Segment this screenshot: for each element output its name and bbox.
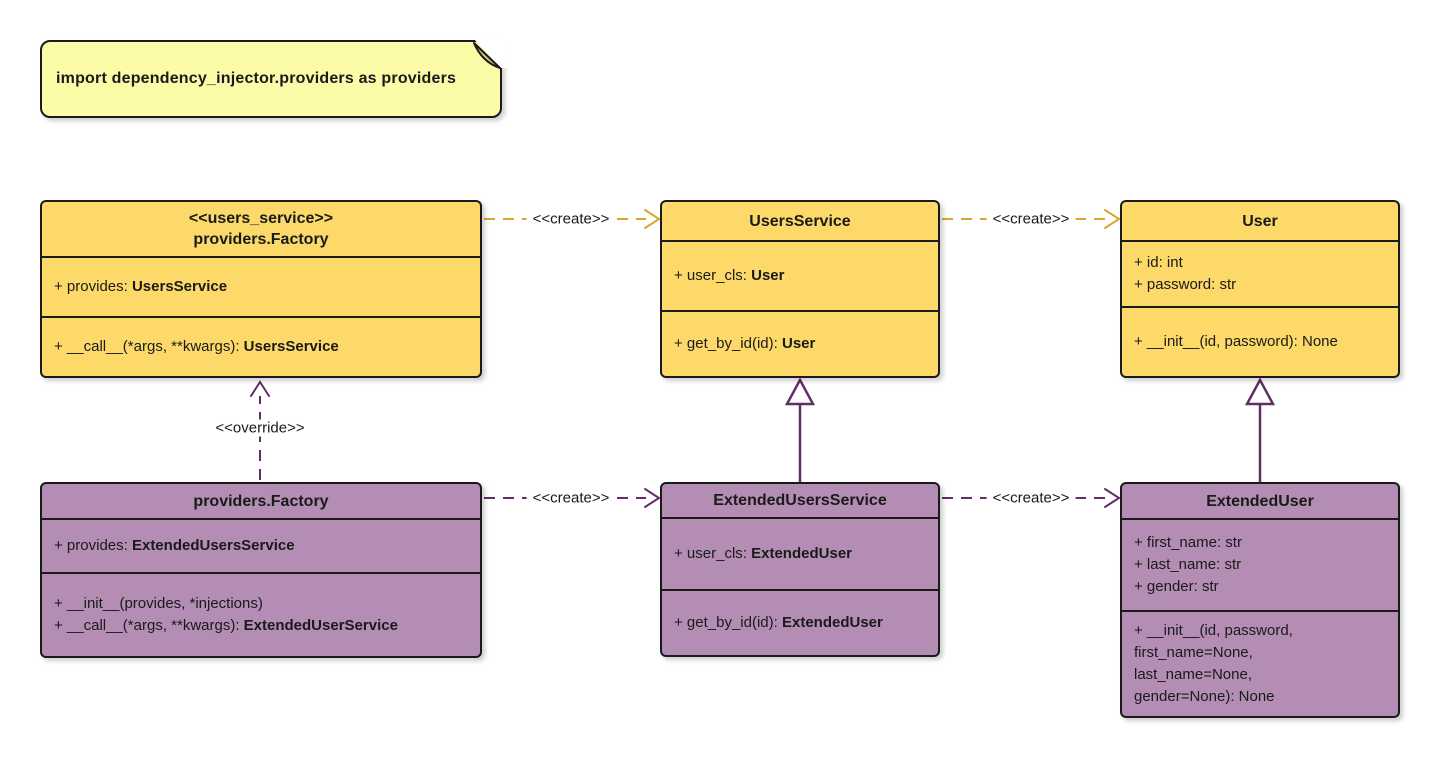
- create-arrowhead-icon-3: [644, 488, 661, 508]
- note-fold-icon: [473, 39, 509, 69]
- class-header: UsersService: [662, 202, 938, 240]
- attributes-section: + provides: UsersService: [42, 256, 480, 316]
- class-method: + __call__(*args, **kwargs): UsersServic…: [54, 338, 339, 355]
- methods-section: + __init__(id, password, first_name=None…: [1122, 610, 1398, 716]
- edge-label-create-3: <<create>>: [526, 489, 616, 507]
- attributes-section: + user_cls: ExtendedUser: [662, 517, 938, 589]
- override-arrowhead-icon: [250, 380, 270, 397]
- class-users-service: UsersService + user_cls: User + get_by_i…: [660, 200, 940, 378]
- create-arrowhead-icon-2: [1104, 209, 1121, 229]
- methods-section: + __init__(provides, *injections) + __ca…: [42, 572, 480, 656]
- methods-section: + __call__(*args, **kwargs): UsersServic…: [42, 316, 480, 376]
- edge-label-create-4: <<create>>: [986, 489, 1076, 507]
- class-name: ExtendedUser: [1206, 492, 1314, 510]
- attributes-section: + first_name: str + last_name: str + gen…: [1122, 518, 1398, 610]
- class-attribute: + first_name: str: [1134, 534, 1242, 551]
- class-method: last_name=None,: [1134, 666, 1252, 683]
- class-attribute: + password: str: [1134, 276, 1237, 293]
- class-header: User: [1122, 202, 1398, 240]
- inheritance-triangle-icon-2: [1244, 377, 1276, 406]
- class-attribute: + gender: str: [1134, 578, 1219, 595]
- attributes-section: + provides: ExtendedUsersService: [42, 518, 480, 572]
- class-stereotype: <<users_service>>: [188, 210, 334, 227]
- create-arrowhead-icon-1: [644, 209, 661, 229]
- class-header: ExtendedUsersService: [662, 484, 938, 517]
- class-attribute: + user_cls: ExtendedUser: [674, 545, 852, 562]
- methods-section: + get_by_id(id): ExtendedUser: [662, 589, 938, 655]
- class-method: gender=None): None: [1134, 688, 1275, 705]
- import-note: import dependency_injector.providers as …: [40, 39, 509, 118]
- attributes-section: + id: int + password: str: [1122, 240, 1398, 306]
- class-name: providers.Factory: [193, 231, 329, 248]
- edge-label-create-2: <<create>>: [986, 210, 1076, 228]
- class-name: UsersService: [749, 212, 851, 230]
- class-factory-users-service: <<users_service>> providers.Factory + pr…: [40, 200, 482, 378]
- class-name: ExtendedUsersService: [713, 492, 887, 509]
- edge-label-override: <<override>>: [209, 419, 311, 437]
- methods-section: + __init__(id, password): None: [1122, 306, 1398, 376]
- class-method: + __init__(id, password,: [1134, 622, 1293, 639]
- methods-section: + get_by_id(id): User: [662, 310, 938, 376]
- class-method: + __call__(*args, **kwargs): ExtendedUse…: [54, 617, 398, 634]
- class-method: + __init__(provides, *injections): [54, 595, 263, 612]
- class-name: User: [1242, 212, 1278, 230]
- class-factory-extended: providers.Factory + provides: ExtendedUs…: [40, 482, 482, 658]
- class-name: providers.Factory: [193, 492, 329, 510]
- import-note-text: import dependency_injector.providers as …: [56, 70, 457, 87]
- class-attribute: + user_cls: User: [674, 267, 785, 284]
- class-attribute: + last_name: str: [1134, 556, 1242, 573]
- attributes-section: + user_cls: User: [662, 240, 938, 310]
- class-extended-user: ExtendedUser + first_name: str + last_na…: [1120, 482, 1400, 718]
- inheritance-triangle-icon-1: [784, 377, 816, 406]
- class-header: ExtendedUser: [1122, 484, 1398, 518]
- class-header: providers.Factory: [42, 484, 480, 518]
- edge-label-create-1: <<create>>: [526, 210, 616, 228]
- class-attribute: + provides: UsersService: [54, 278, 228, 295]
- class-header: <<users_service>> providers.Factory: [42, 202, 480, 256]
- create-arrowhead-icon-4: [1104, 488, 1121, 508]
- class-attribute: + id: int: [1134, 254, 1183, 271]
- class-method: + get_by_id(id): ExtendedUser: [674, 614, 883, 631]
- class-method: first_name=None,: [1134, 644, 1253, 661]
- class-attribute: + provides: ExtendedUsersService: [54, 537, 295, 554]
- class-user: User + id: int + password: str + __init_…: [1120, 200, 1400, 378]
- class-method: + get_by_id(id): User: [674, 335, 816, 352]
- class-extended-users-service: ExtendedUsersService + user_cls: Extende…: [660, 482, 940, 657]
- class-method: + __init__(id, password): None: [1134, 333, 1338, 350]
